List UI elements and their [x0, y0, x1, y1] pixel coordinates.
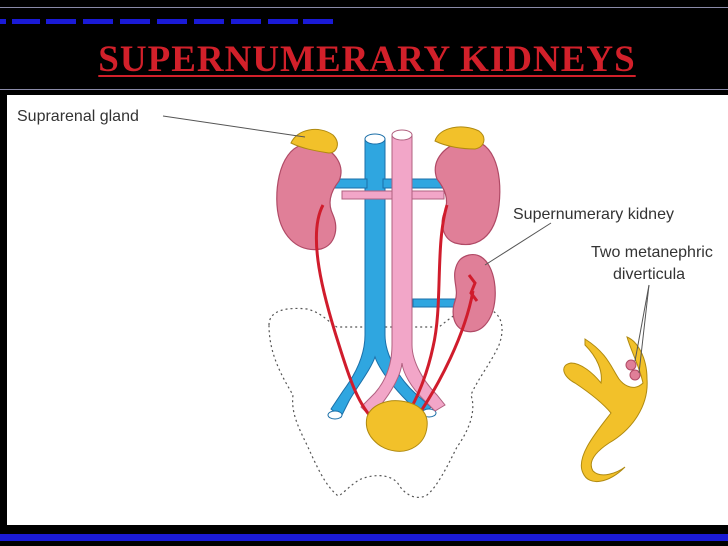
right-ureter [405, 204, 449, 416]
diverticulum-tip [625, 359, 637, 371]
label-supernumerary-kidney: Supernumerary kidney [513, 206, 674, 223]
leader-line [638, 284, 650, 374]
dash [268, 19, 298, 24]
right-suprarenal-gland [434, 126, 485, 150]
supernumerary-kidney [452, 254, 496, 333]
dash [303, 19, 333, 24]
leader-line [634, 284, 650, 362]
footer-bar [0, 534, 728, 541]
title-rule [0, 89, 728, 90]
slide-title: SUPERNUMERARY KIDNEYS [98, 39, 636, 80]
supernumerary-ureter [415, 290, 475, 418]
dash [120, 19, 150, 24]
dash [83, 19, 113, 24]
left-ureter [314, 204, 373, 418]
title-band: SUPERNUMERARY KIDNEYS [0, 0, 728, 95]
dash [46, 19, 76, 24]
dash [12, 19, 40, 24]
pelvis-outline [268, 306, 503, 498]
leader-line [162, 115, 306, 138]
label-metanephric-line2: diverticula [613, 266, 685, 283]
left-suprarenal-gland [290, 128, 338, 154]
top-rule [0, 7, 728, 8]
anatomy-figure: Suprarenal gland Supernumerary kidney Tw… [7, 95, 728, 525]
decorative-dash-row [0, 19, 340, 25]
left-kidney [276, 143, 342, 251]
kidney-diagram: Suprarenal gland Supernumerary kidney Tw… [17, 108, 713, 498]
metanephric-diverticula [563, 336, 648, 482]
dash [231, 19, 261, 24]
urinary-bladder [365, 400, 428, 452]
vena-cava-opening [364, 133, 386, 145]
diverticulum-tip [629, 369, 641, 381]
right-kidney [434, 139, 501, 245]
right-renal-artery [411, 190, 445, 200]
dash [194, 19, 224, 24]
supernumerary-pelvis [467, 274, 479, 302]
label-suprarenal-gland: Suprarenal gland [17, 108, 139, 125]
dash [0, 19, 6, 24]
label-metanephric-line1: Two metanephric [591, 244, 713, 261]
vein-opening [327, 410, 343, 420]
aorta-opening [391, 129, 413, 141]
left-renal-artery [341, 190, 393, 200]
dash [157, 19, 187, 24]
leader-line [484, 222, 552, 266]
